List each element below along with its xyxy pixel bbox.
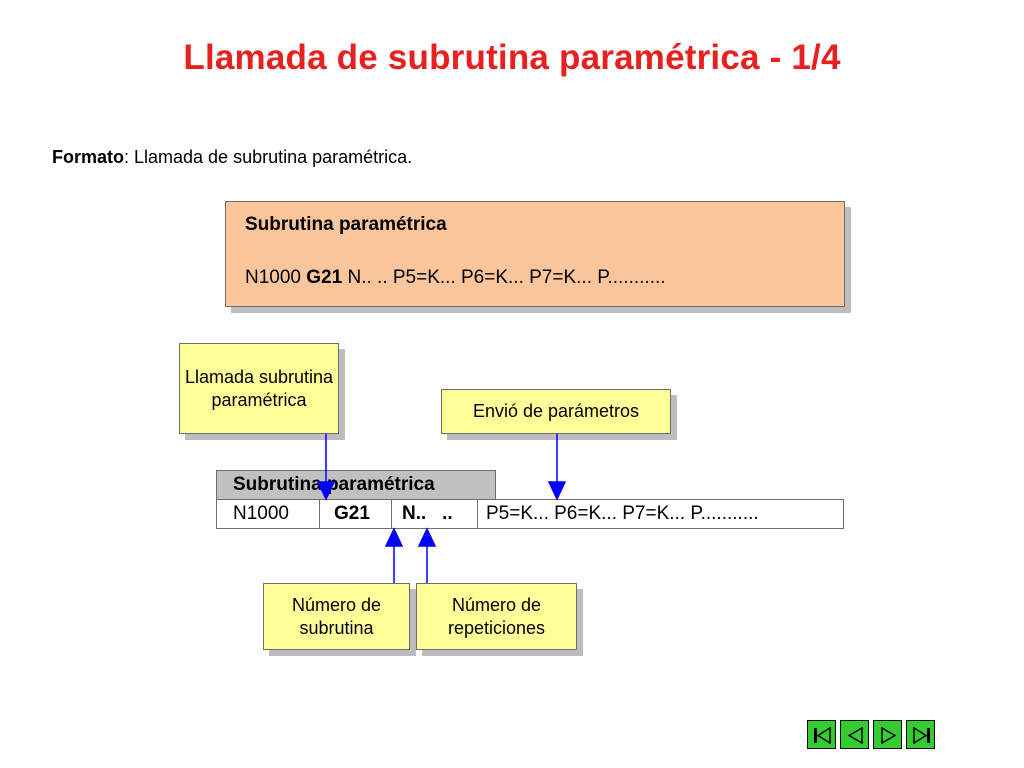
page-title: Llamada de subrutina paramétrica - 1/4	[183, 38, 841, 77]
navigation-buttons	[807, 720, 935, 749]
format-label: Formato	[52, 147, 124, 167]
first-icon[interactable]	[807, 720, 836, 749]
arrow-envio-head	[547, 481, 567, 501]
arrow-numsub-head	[384, 527, 404, 547]
note-llamada-subrutina: Llamada subrutina paramétrica	[179, 343, 339, 434]
cell-parameters: P5=K... P6=K... P7=K... P...........	[486, 503, 759, 524]
format-line: Formato: Llamada de subrutina paramétric…	[52, 147, 412, 168]
subroutine-box-code: N1000 G21 N.. .. P5=K... P6=K... P7=K...…	[245, 267, 666, 289]
format-text: : Llamada de subrutina paramétrica.	[124, 147, 413, 167]
cell-block-number: N1000	[217, 500, 320, 528]
subroutine-format-box: Subrutina paramétrica N1000 G21 N.. .. P…	[225, 201, 845, 307]
code-prefix: N1000	[245, 267, 307, 288]
table-row: N1000 G21 N.. .. P5=K... P6=K... P7=K...…	[216, 499, 844, 529]
next-icon[interactable]	[873, 720, 902, 749]
last-icon[interactable]	[906, 720, 935, 749]
cell-subroutine-repetitions: N.. ..	[392, 500, 478, 528]
arrow-numrep-head	[417, 527, 437, 547]
note-numero-repeticiones: Número de repeticiones	[416, 583, 577, 650]
note-envio-parametros: Envió de parámetros	[441, 389, 671, 434]
subroutine-box-title: Subrutina paramétrica	[245, 214, 447, 235]
table-header: Subrutina paramétrica	[216, 470, 496, 500]
note-numero-subrutina: Número de subrutina	[263, 583, 410, 650]
cell-g21: G21	[320, 500, 392, 528]
previous-icon[interactable]	[840, 720, 869, 749]
code-g21: G21	[306, 267, 343, 288]
code-suffix: N.. .. P5=K... P6=K... P7=K... P........…	[342, 267, 666, 288]
